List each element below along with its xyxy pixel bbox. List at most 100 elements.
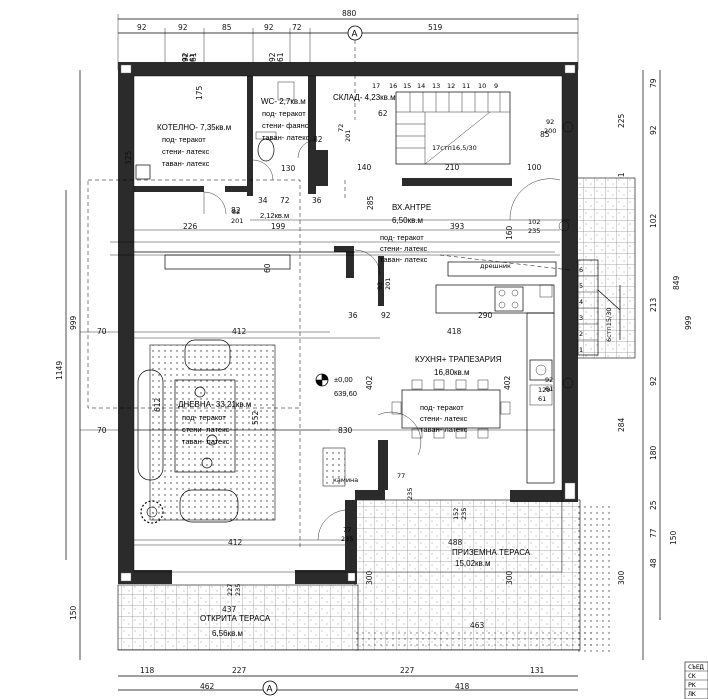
stair-step-9: 9 (494, 82, 498, 90)
dim-bottom-total-1: 462 (200, 682, 215, 691)
wc-area: 2,12кв.м (260, 211, 289, 220)
dim-62: 62 (378, 109, 388, 118)
dim-top-small-1: 92 (181, 52, 190, 62)
wc-ceiling: таван- латекс (262, 133, 310, 142)
opening-9-h: 235 (234, 584, 242, 596)
open-terrace-tiles (117, 584, 359, 651)
wardrobe: дрешник (447, 261, 557, 277)
boiler-name: КОТЕЛНО- 7,35кв.м (157, 123, 231, 132)
dim-412-bottom: 412 (228, 538, 243, 547)
dim-right-102: 102 (649, 213, 658, 228)
dim-right-91: 91 (617, 172, 626, 182)
boiler-floor: под- теракот (162, 135, 206, 144)
dim-34: 34 (258, 196, 268, 205)
ext-step-1: 1 (579, 346, 583, 354)
wardrobe-label: дрешник (480, 262, 511, 270)
dim-right-92b: 92 (649, 376, 658, 386)
entrance-stairs: 6 5 4 3 2 1 6стп15/30 (577, 259, 621, 356)
dim-412-top: 412 (232, 327, 247, 336)
dim-bottom-2: 227 (232, 666, 247, 675)
dim-right-150: 150 (669, 530, 678, 545)
ext-step-6: 6 (579, 266, 583, 274)
kitchen-ceiling: таван- латекс (420, 425, 468, 434)
storage-name: СКЛАД- 4,23кв.м (333, 93, 396, 102)
dim-140: 140 (357, 163, 372, 172)
ground-terrace-name: ПРИЗЕМНА ТЕРАСА (452, 548, 531, 557)
right-dimensions: 849 999 79 225 92 91 102 213 92 284 180 … (617, 70, 693, 660)
dim-top-1: 92 (137, 23, 147, 32)
dim-325: 325 (124, 150, 133, 165)
dim-right-92a: 92 (649, 125, 658, 135)
opening-8-w: 152 (452, 508, 460, 520)
wc-walls: стени- фаянс (262, 121, 309, 130)
dim-top-small-4: 61 (276, 52, 285, 62)
dim-300-a: 300 (365, 570, 374, 585)
living-name: ДНЕВНА- 33,21кв.м (178, 400, 251, 409)
dim-left-70b: 70 (97, 426, 107, 435)
stair-label: 17стп16,5/30 (432, 144, 477, 152)
kitchen-walls: стени- латекс (420, 414, 467, 423)
dim-437: 437 (222, 605, 237, 614)
dim-bottom-total-2: 418 (455, 682, 470, 691)
axis-label-bottom: A (267, 684, 273, 694)
dim-top-small-3: 92 (268, 52, 277, 62)
dim-92-int: 92 (381, 311, 391, 320)
opening-7-w: 77 (397, 472, 405, 480)
staircase: 17 16 15 14 13 12 11 10 9 17стп16,5/30 (372, 82, 511, 165)
interior-walls (124, 76, 578, 500)
dining-table (391, 379, 511, 439)
dim-100: 100 (527, 163, 542, 172)
dim-130: 130 (281, 164, 296, 173)
dim-right-300: 300 (617, 570, 626, 585)
stair-step-14: 14 (417, 82, 425, 90)
level-mark: ±0,00 (334, 375, 353, 384)
ext-step-5: 5 (579, 282, 583, 290)
ground-terrace-area: 15,02кв.м (455, 559, 491, 568)
open-terrace-name: ОТКРИТА ТЕРАСА (200, 614, 271, 623)
entrance-landing-tiles (574, 177, 636, 359)
legend-item-2: СК (688, 672, 696, 680)
wc-name: WC- 2,7кв.м (261, 97, 306, 106)
dim-left-150: 150 (69, 605, 78, 620)
dim-left-70a: 70 (97, 327, 107, 336)
bottom-dimensions: 118 227 227 131 462 418 (118, 666, 578, 691)
dim-right-180: 180 (649, 445, 658, 460)
opening-10-h: 61 (545, 385, 553, 393)
dim-300-b: 300 (505, 570, 514, 585)
dim-82-a: 82 (231, 206, 241, 215)
living-walls: стени- латекс (182, 425, 229, 434)
dim-175: 175 (195, 85, 204, 100)
opening-1-w: 92 (546, 118, 554, 126)
dim-60: 60 (263, 263, 272, 273)
plant-symbol (140, 500, 164, 524)
open-terrace-area: 6,56кв.м (212, 629, 243, 638)
kitchen-floor: под- теракот (420, 403, 464, 412)
level-abs: 639,60 (334, 389, 357, 398)
dim-612: 612 (153, 397, 162, 412)
hall-name: ВХ.АНТРЕ (392, 203, 431, 212)
opening-6-w: 77 (343, 526, 351, 534)
axis-marker-bottom: A (262, 680, 278, 696)
dim-226: 226 (183, 222, 198, 231)
room-labels: КОТЕЛНО- 7,35кв.м под- теракот стени- ла… (157, 93, 531, 638)
opening-4-w: 92 (376, 282, 384, 290)
dim-bottom-1: 118 (140, 666, 155, 675)
dim-top-4: 92 (264, 23, 274, 32)
living-furniture (137, 254, 291, 523)
level-marker: ±0,00 639,60 (315, 373, 357, 398)
dim-82-b: 82 (313, 135, 323, 144)
opening-10-w: 92 (545, 376, 553, 384)
opening-11-h: 61 (188, 54, 196, 62)
living-floor: под- теракот (182, 413, 226, 422)
dim-402-a: 402 (365, 375, 374, 390)
wc-floor: под- теракот (262, 109, 306, 118)
dim-290: 290 (478, 311, 493, 320)
stair-step-12: 12 (447, 82, 455, 90)
dim-right-48: 48 (649, 558, 658, 568)
dim-top-total: 880 (342, 9, 357, 18)
stair-step-16: 16 (389, 82, 397, 90)
opening-12-w: 129 (538, 386, 550, 394)
opening-7-h: 235 (406, 488, 414, 500)
opening-tags: 92 200 72 201 82 201 92 201 102 235 77 2… (181, 54, 574, 596)
